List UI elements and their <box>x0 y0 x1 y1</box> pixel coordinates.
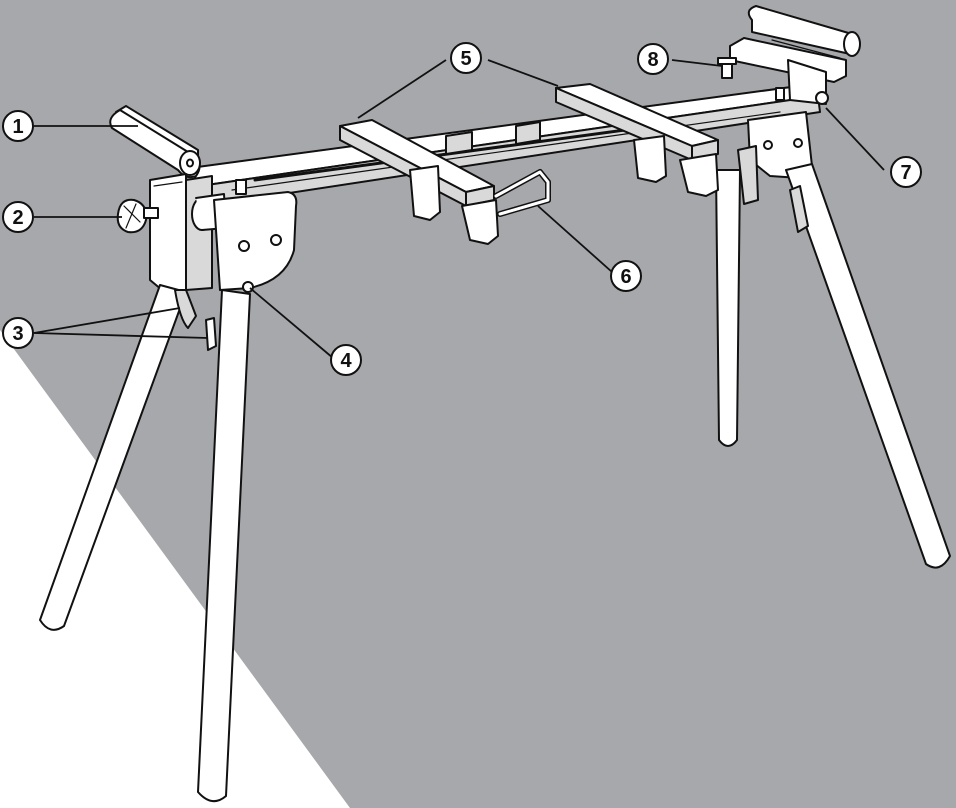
right-work-support <box>555 83 719 197</box>
callout-4-label: 4 <box>340 350 352 372</box>
callout-5: 5 <box>450 42 482 74</box>
callout-6-label: 6 <box>620 266 631 288</box>
carry-handle <box>493 169 551 217</box>
callout-6: 6 <box>610 260 642 292</box>
callout-3: 3 <box>2 317 34 349</box>
callout-4: 4 <box>330 344 362 376</box>
bracket-bolt <box>717 57 785 101</box>
left-bracket <box>149 173 213 291</box>
callout-1-label: 1 <box>12 116 23 138</box>
leader-lines <box>33 59 885 359</box>
background-white-triangle <box>0 330 350 808</box>
callout-8: 8 <box>637 43 669 75</box>
callout-2-label: 2 <box>12 207 23 229</box>
callout-7-label: 7 <box>900 162 911 184</box>
stand-drawing <box>39 5 951 803</box>
callout-7: 7 <box>890 156 922 188</box>
callout-2: 2 <box>2 201 34 233</box>
right-roller-support <box>729 5 861 105</box>
callouts: 1 2 3 4 5 6 7 8 <box>2 42 922 376</box>
callout-1: 1 <box>2 110 34 142</box>
callout-3-label: 3 <box>12 323 23 345</box>
height-knob <box>116 198 159 234</box>
rear-right-leg <box>715 169 741 447</box>
right-front-leg <box>785 163 951 569</box>
callout-5-label: 5 <box>460 48 471 70</box>
callout-8-label: 8 <box>647 49 658 71</box>
right-hinge-assembly <box>737 111 813 205</box>
left-hinge-plate <box>213 179 298 293</box>
front-left-legs <box>39 284 251 803</box>
left-work-support <box>339 119 541 245</box>
